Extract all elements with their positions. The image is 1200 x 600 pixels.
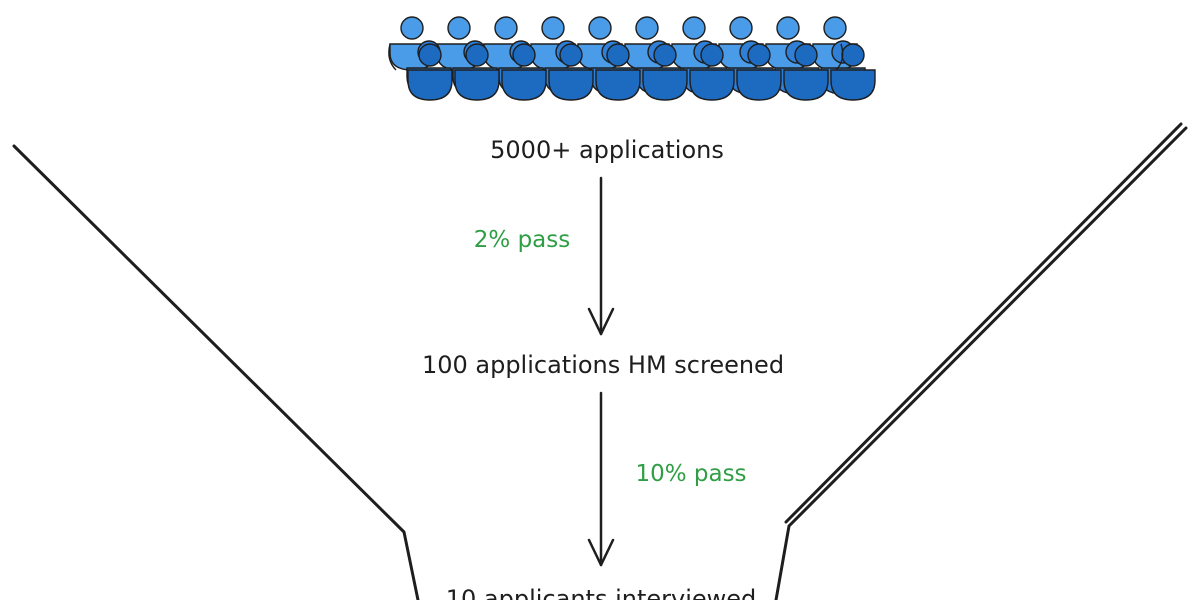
stage-label-hm-screened: 100 applications HM screened (422, 351, 784, 379)
stage-label-applications: 5000+ applications (490, 136, 724, 164)
person-icon (548, 43, 594, 101)
person-icon (454, 43, 500, 101)
person-icon (642, 43, 688, 101)
crowd-edge-left (388, 43, 397, 71)
funnel-outline (12, 122, 1188, 600)
person-icon (595, 43, 641, 101)
pass-rate-label-second: 10% pass (635, 461, 746, 487)
person-icon (689, 43, 735, 101)
funnel-left-wall (12, 144, 420, 600)
person-icon (407, 43, 453, 101)
stage-label-interviewed: 10 applicants interviewed (446, 585, 757, 600)
pass-rate-label-first: 2% pass (474, 227, 570, 253)
applicant-crowd-icon (388, 16, 876, 101)
funnel-right-wall-inner (784, 122, 1183, 524)
crowd-edge-right (835, 43, 844, 71)
person-icon (783, 43, 829, 101)
arrow-down-icon (587, 176, 615, 336)
person-icon (736, 43, 782, 101)
funnel-right-wall-outer (774, 126, 1188, 600)
person-icon (501, 43, 547, 101)
person-icon (830, 43, 876, 101)
arrow-down-icon (587, 391, 615, 567)
